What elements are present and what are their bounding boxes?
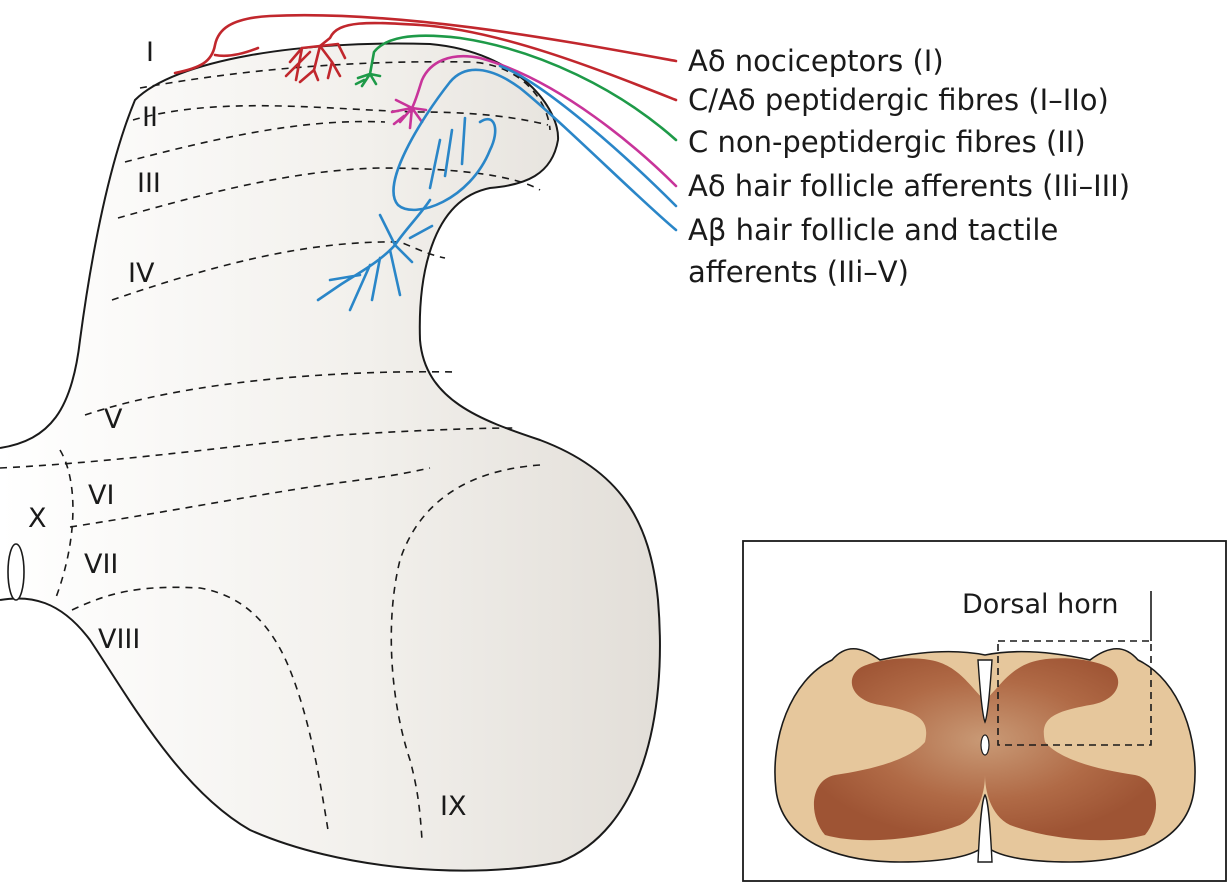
fibre-label-ad-hair-follicle: Aδ hair follicle afferents (IIi–III) bbox=[688, 169, 1130, 203]
lamina-label-x: X bbox=[28, 503, 47, 534]
fibre-label-ab-line1: Aβ hair follicle and tactile bbox=[688, 213, 1058, 247]
lamina-label-vi: VI bbox=[88, 480, 114, 511]
lamina-label-iv: IV bbox=[128, 258, 155, 289]
lamina-label-iii: III bbox=[137, 168, 161, 199]
lamina-label-viii: VIII bbox=[98, 624, 140, 655]
fibre-label-non-peptidergic: C non-peptidergic fibres (II) bbox=[688, 125, 1086, 159]
inset-central-canal bbox=[981, 735, 989, 755]
lamina-label-ix: IX bbox=[440, 791, 466, 822]
fibre-label-ab-line2: afferents (IIi–V) bbox=[688, 255, 909, 289]
lamina-label-i: I bbox=[146, 37, 154, 68]
fibre-legend: Aδ nociceptors (I) C/Aδ peptidergic fibr… bbox=[688, 44, 1130, 289]
lamina-label-ii: II bbox=[142, 102, 158, 133]
fibre-label-peptidergic: C/Aδ peptidergic fibres (I–IIo) bbox=[688, 83, 1109, 117]
inset-dorsal-horn-label: Dorsal horn bbox=[962, 589, 1118, 620]
lamina-label-v: V bbox=[104, 404, 123, 435]
fibre-label-ad-nociceptors: Aδ nociceptors (I) bbox=[688, 44, 944, 78]
spinal-cord-inset: Dorsal horn bbox=[743, 541, 1226, 881]
lamina-label-vii: VII bbox=[84, 549, 118, 580]
central-canal bbox=[8, 544, 24, 600]
grey-matter-outline bbox=[0, 43, 660, 870]
